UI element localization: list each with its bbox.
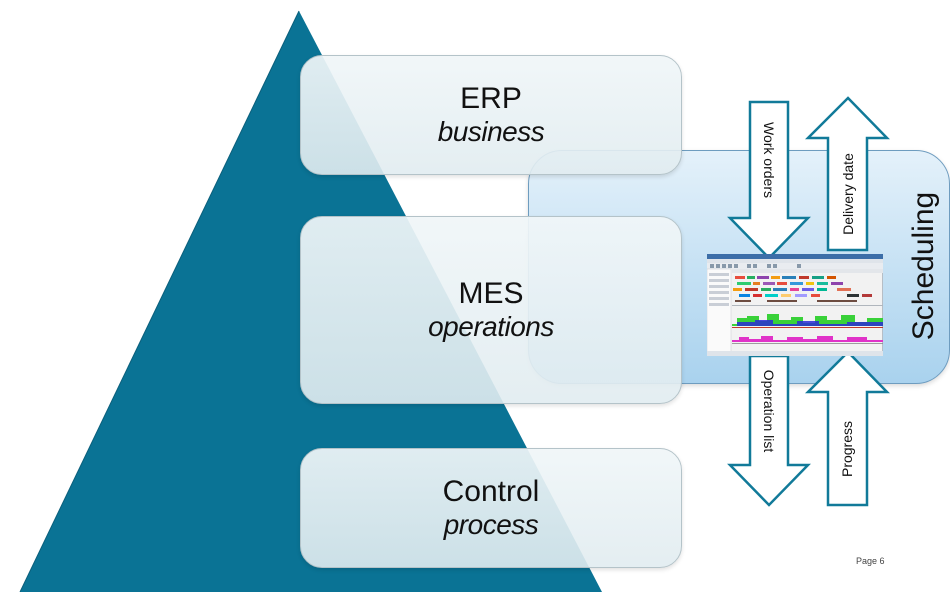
operation-list-arrow [727, 354, 811, 507]
delivery-date-label: Delivery date [828, 138, 867, 250]
layer-control-subtitle: process [443, 509, 539, 540]
layer-mes-subtitle: operations [428, 311, 554, 342]
delivery-date-text: Delivery date [839, 153, 856, 235]
progress-arrow [804, 350, 890, 507]
operation-list-label: Operation list [750, 356, 788, 465]
work-orders-text: Work orders [761, 122, 778, 198]
work-orders-arrow [727, 100, 811, 260]
layer-erp-title: ERP [460, 82, 522, 115]
operation-list-text: Operation list [761, 369, 778, 452]
progress-text: Progress [839, 420, 856, 477]
scheduling-label: Scheduling [900, 150, 948, 382]
layer-erp-subtitle: business [437, 116, 545, 147]
delivery-date-arrow [804, 96, 890, 252]
layer-mes-title: MES [458, 277, 524, 310]
page-number: Page 6 [856, 556, 885, 566]
layer-control-title: Control [442, 475, 540, 508]
progress-label: Progress [828, 392, 867, 505]
layer-mes: MES operations [300, 216, 682, 404]
work-orders-label: Work orders [750, 102, 788, 218]
layer-control: Control process [300, 448, 682, 568]
scheduling-software-thumbnail [707, 254, 883, 356]
scheduling-label-text: Scheduling [907, 191, 941, 341]
layer-erp: ERP business [300, 55, 682, 175]
